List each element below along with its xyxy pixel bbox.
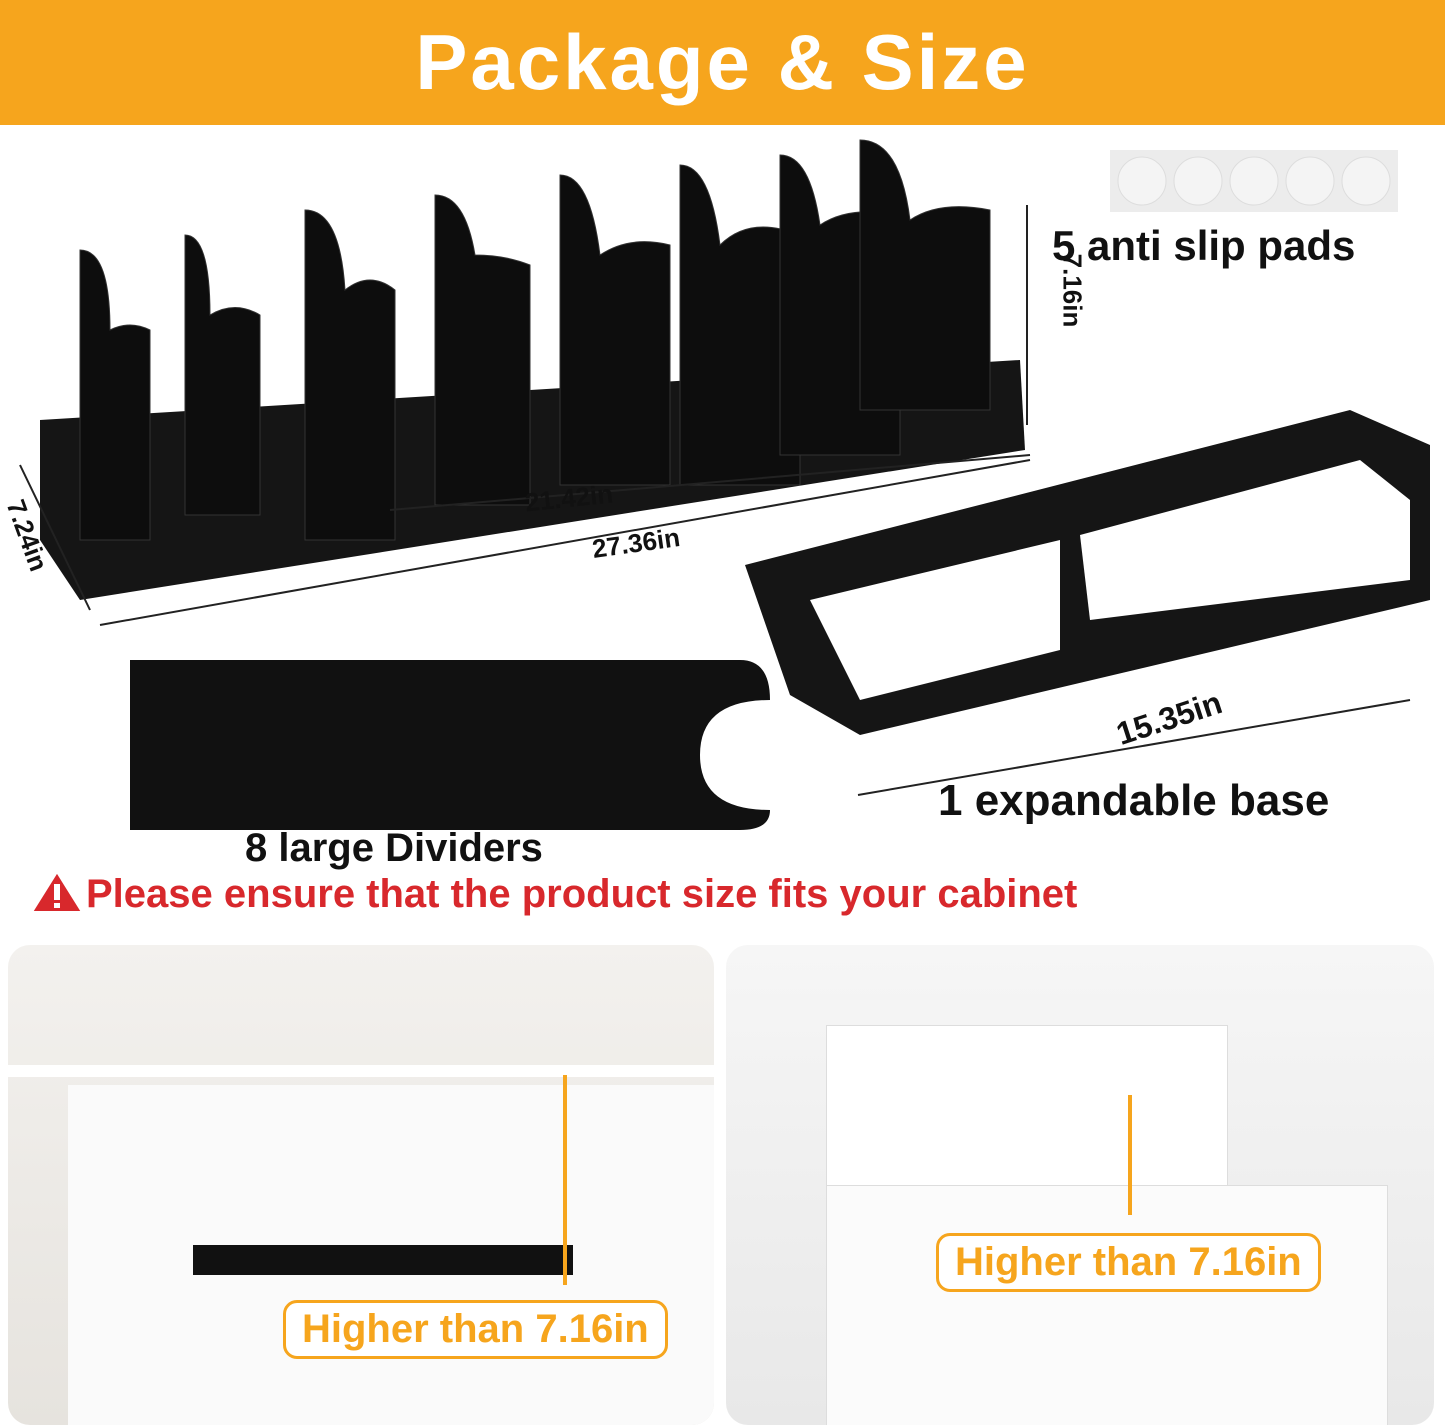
dimension-lines [19,205,1411,796]
warning-text: Please ensure that the product size fits… [86,872,1078,916]
pads-label: 5 anti slip pads [1052,222,1356,269]
drawer-photo: Higher than 7.16in [726,945,1434,1425]
warning-notice: Please ensure that the product size fits… [30,872,1077,917]
cabinet-photo: Higher than 7.16in [8,945,714,1425]
dividers-label: 8 large Dividers [245,826,543,870]
rack-dividers [79,139,991,541]
warning-triangle-icon [30,870,84,913]
header-banner: Package & Size [0,0,1445,125]
photo-tag: Higher than 7.16in [283,1300,668,1359]
base-label: 1 expandable base [938,776,1330,825]
photo-tag: Higher than 7.16in [936,1233,1321,1292]
dividers-stack [130,660,770,830]
header-title: Package & Size [415,18,1030,106]
